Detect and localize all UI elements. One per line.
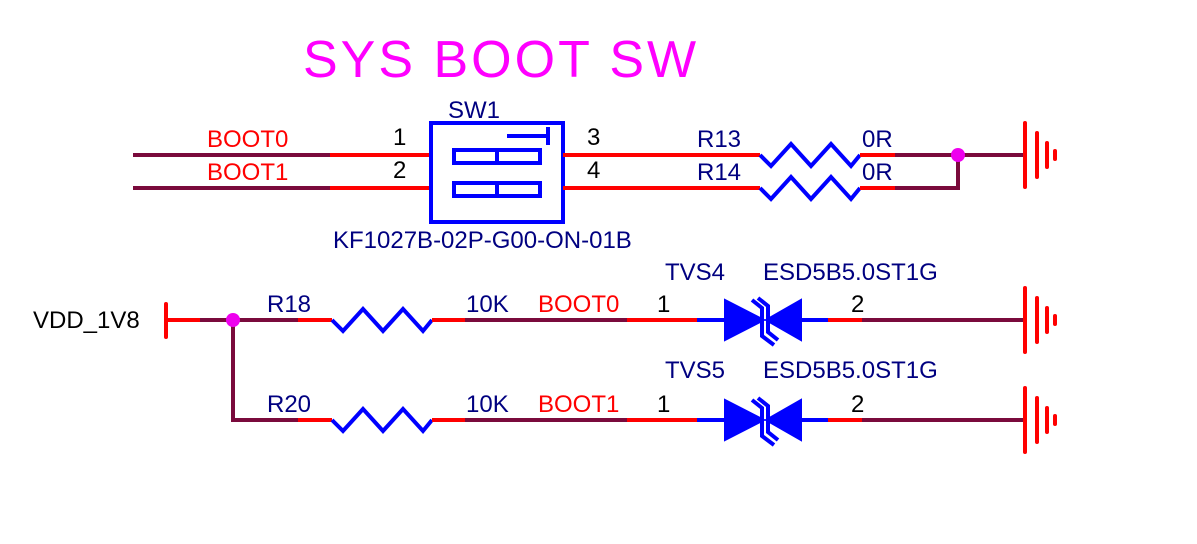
tvs4-pin1: 1 (657, 291, 670, 318)
r13-value: 0R (862, 126, 893, 153)
tvs5-diode (697, 396, 828, 447)
sw1-designator: SW1 (448, 97, 500, 124)
r14-gnd-wire (895, 155, 960, 190)
sw1-pin1: 1 (393, 124, 406, 151)
ground-icon (1023, 386, 1057, 454)
resistor-r13 (663, 141, 895, 170)
tvs4-pin2: 2 (851, 291, 864, 318)
r13-designator: R13 (697, 126, 741, 153)
ground-icon (1023, 286, 1057, 354)
ground-icon (1023, 121, 1057, 189)
tvs5-pin2: 2 (851, 391, 864, 418)
resistor-r18 (298, 306, 465, 335)
sheet-title: SYS BOOT SW (303, 31, 699, 89)
r18-value: 10K (466, 291, 509, 318)
net-label-boot1: BOOT1 (207, 159, 288, 186)
power-port-icon (164, 302, 200, 339)
net-label-boot1: BOOT1 (538, 391, 619, 418)
vdd-branch-wire (231, 320, 298, 422)
tvs5-pin1: 1 (657, 391, 670, 418)
sw1-part-number: KF1027B-02P-G00-ON-01B (333, 227, 632, 254)
junction-dot (951, 148, 965, 162)
sw1-pin3: 3 (587, 124, 600, 151)
resistor-r14 (663, 174, 895, 203)
tvs4-part-number: ESD5B5.0ST1G (763, 259, 938, 286)
r14-value: 0R (862, 159, 893, 186)
r20-designator: R20 (267, 391, 311, 418)
r14-designator: R14 (697, 159, 741, 186)
r20-value: 10K (466, 391, 509, 418)
sw1-pin4: 4 (587, 157, 600, 184)
sw1-pin2: 2 (393, 157, 406, 184)
tvs5-part-number: ESD5B5.0ST1G (763, 357, 938, 384)
tvs4-diode (697, 296, 828, 347)
net-label-boot0: BOOT0 (207, 126, 288, 153)
net-label-boot0: BOOT0 (538, 291, 619, 318)
junction-dot (226, 313, 240, 327)
power-net-label: VDD_1V8 (33, 307, 140, 334)
r18-designator: R18 (267, 291, 311, 318)
tvs4-designator: TVS4 (665, 259, 725, 286)
resistor-r20 (298, 406, 465, 435)
sw1-dip-switch (429, 121, 565, 224)
tvs5-designator: TVS5 (665, 357, 725, 384)
